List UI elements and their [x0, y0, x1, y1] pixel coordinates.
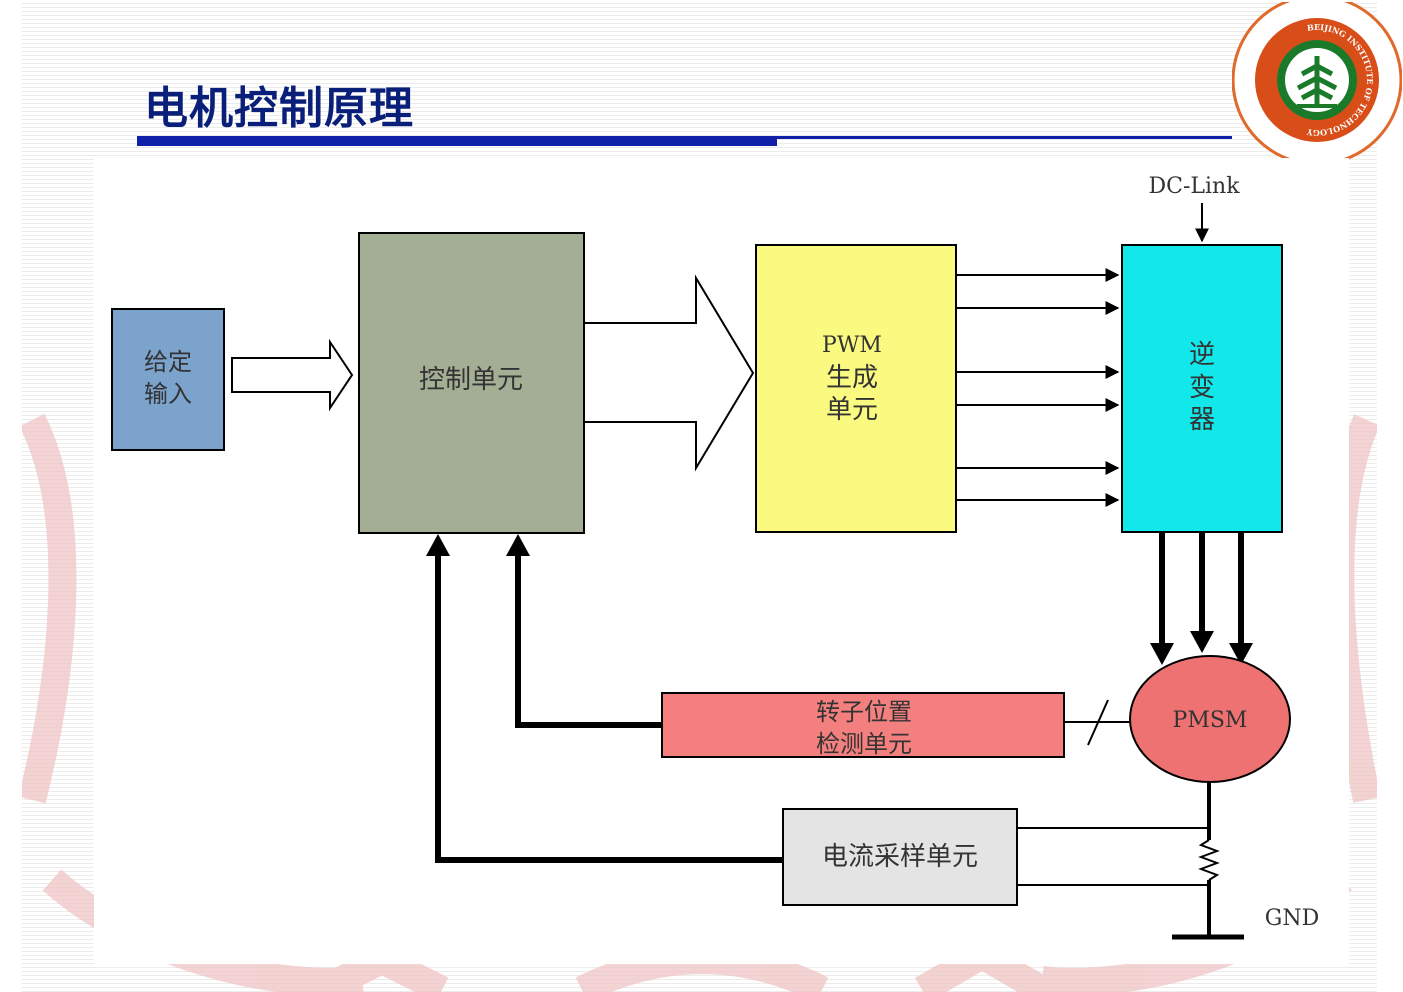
dc-link-label: DC-Link	[1148, 174, 1240, 199]
motor-control-block-diagram: 给定 输入 控制单元 PWM 生成 单元	[111, 174, 1319, 940]
setpoint-input-block: 给定 输入	[111, 308, 225, 451]
inverter-label-line1: 逆	[1189, 340, 1215, 370]
pwm-generation-block: PWM 生成 单元	[755, 244, 957, 533]
setpoint-label-line1: 给定	[144, 348, 192, 376]
rotor-sensor-label-line1: 转子位置	[816, 698, 912, 726]
shunt-resistor	[1198, 782, 1220, 935]
inverter-to-motor-arrowheads	[1150, 631, 1253, 665]
current-feedback-path	[435, 552, 783, 863]
gnd-label: GND	[1265, 906, 1319, 931]
pmsm-motor: PMSM	[1129, 655, 1291, 783]
rotor-position-sensing-block: 转子位置 检测单元	[661, 692, 1065, 758]
diagram-panel: 给定 输入 控制单元 PWM 生成 单元	[94, 158, 1349, 964]
current-sampling-block: 电流采样单元	[782, 808, 1018, 906]
pwm-label-line2: 生成	[826, 363, 878, 393]
current-sampling-label: 电流采样单元	[822, 842, 978, 872]
control-to-pwm-arrow	[583, 274, 755, 472]
pmsm-label: PMSM	[1173, 708, 1248, 733]
bus-slash-mark	[1087, 699, 1109, 746]
inverter-to-motor-arrows	[1159, 533, 1244, 645]
title-underline-thin	[777, 136, 1232, 139]
university-seal-icon: BEIJING INSTITUTE OF TECHNOLOGY	[1232, 2, 1402, 162]
setpoint-label-line2: 输入	[144, 380, 192, 408]
pwm-label-line1: PWM	[822, 333, 882, 358]
current-feedback-arrowhead	[426, 534, 450, 556]
inverter-block: 逆 变 器	[1121, 244, 1283, 533]
setpoint-to-control-arrow	[231, 338, 354, 412]
inverter-label-line2: 变	[1189, 373, 1215, 403]
title-underline-thick	[137, 136, 777, 146]
inverter-label-line3: 器	[1189, 405, 1215, 435]
slide-title: 电机控制原理	[144, 83, 414, 134]
control-unit-block: 控制单元	[358, 232, 585, 534]
pwm-label-line3: 单元	[826, 395, 878, 425]
rotor-feedback-arrowhead	[506, 534, 530, 556]
rotor-sensor-label-line2: 检测单元	[816, 730, 912, 758]
pwm-signal-arrows	[956, 268, 1120, 507]
slide: 电机控制原理 BEIJING INSTITUTE OF TECHNOLOGY 给…	[22, 0, 1402, 992]
rotor-feedback-path	[515, 552, 662, 728]
control-unit-label: 控制单元	[419, 365, 523, 395]
